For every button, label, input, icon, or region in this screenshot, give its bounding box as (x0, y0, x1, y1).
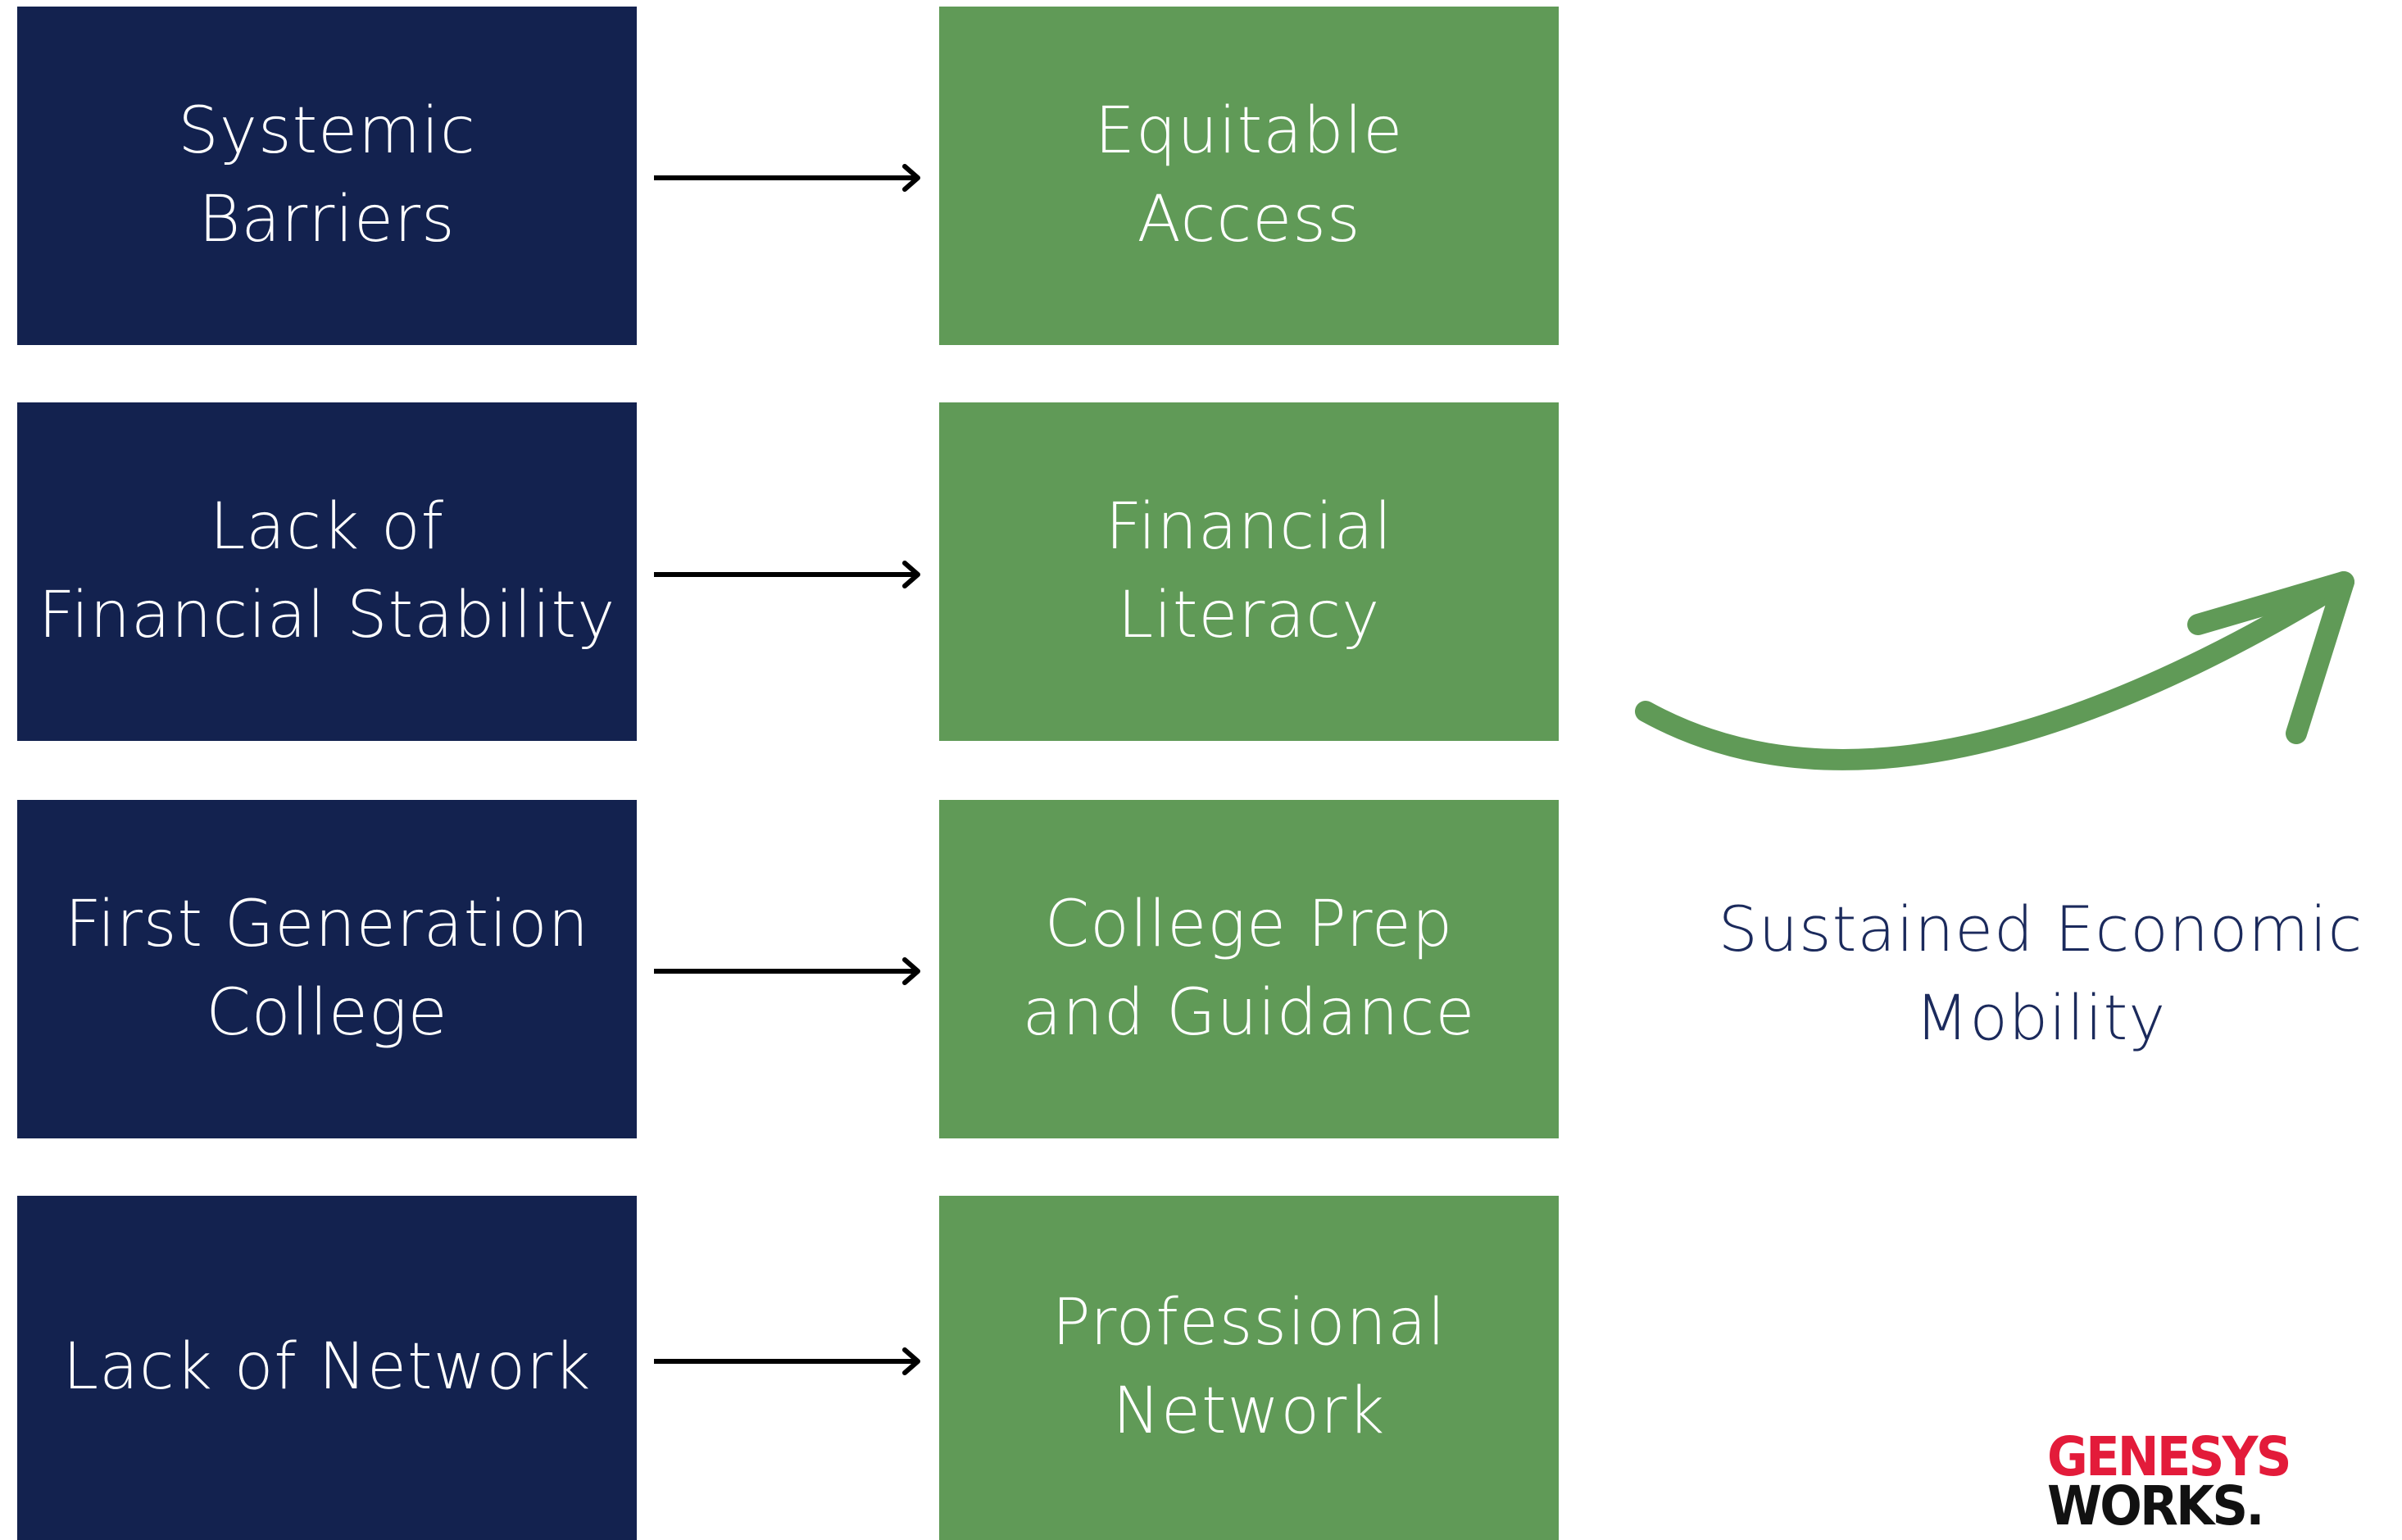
genesys-works-logo: GENESYS WORKS. (2047, 1430, 2391, 1527)
solution-box-financial-literacy: Financial Literacy (939, 402, 1559, 741)
barrier-box-network: Lack of Network (17, 1196, 637, 1540)
connector-arrow-2 (654, 561, 920, 588)
barrier-label: First Generation College (64, 887, 590, 1050)
barrier-box-systemic-barriers: Systemic Barriers (17, 7, 637, 345)
upward-curved-arrow-icon (1635, 571, 2354, 770)
solution-box-college-prep: College Prep and Guidance (939, 800, 1559, 1138)
solution-label: Professional Network (1051, 1286, 1446, 1448)
barrier-label: Lack of Financial Stability (38, 489, 616, 652)
barrier-label: Systemic Barriers (178, 93, 476, 257)
connector-arrow-1 (654, 164, 920, 192)
connector-arrow-4 (654, 1347, 920, 1375)
barrier-box-financial-stability: Lack of Financial Stability (17, 402, 637, 741)
barrier-box-first-generation: First Generation College (17, 800, 637, 1138)
outcome-label: Sustained Economic Mobility (1718, 893, 2363, 1054)
logo-line-2: WORKS. (2047, 1474, 2264, 1528)
solution-box-equitable-access: Equitable Access (939, 7, 1559, 345)
logo-line-1: GENESYS (2047, 1430, 2291, 1488)
solution-label: College Prep and Guidance (1022, 887, 1476, 1050)
solution-box-professional-network: Professional Network (939, 1196, 1559, 1540)
solution-label: Equitable Access (1094, 93, 1404, 257)
solution-label: Financial Literacy (1105, 489, 1393, 652)
connector-arrow-3 (654, 957, 920, 985)
barrier-label: Lack of Network (62, 1330, 592, 1405)
